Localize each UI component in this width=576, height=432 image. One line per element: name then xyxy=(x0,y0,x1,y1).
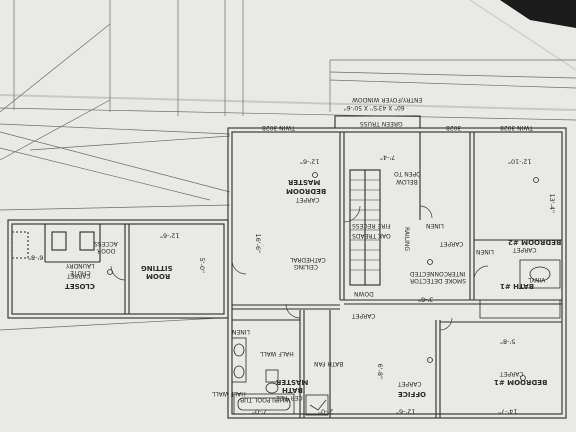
master-carpet-label: CARPET xyxy=(296,196,320,203)
guide-lines xyxy=(0,0,576,331)
wardrobe-dim: 2'-0" xyxy=(318,407,334,416)
window-mid-note: 3028 xyxy=(446,124,462,131)
open-below-label-1: OPEN TO xyxy=(394,170,421,177)
laundry-label-1: LAUNDRY xyxy=(66,262,95,269)
master-width-dim: 12'-6" xyxy=(300,157,320,166)
paper-fold xyxy=(0,94,576,111)
entry-window-size: 60" X 43'S'' X 50'-6" xyxy=(344,104,405,111)
linen-label-bath: LINEN xyxy=(232,328,250,335)
whirlpool-label: WHIRLPOOL TUB xyxy=(240,396,291,403)
bath-fan-note: BATH FAN xyxy=(314,360,344,367)
smoke-detectors xyxy=(107,172,539,381)
half-depth-dim: 6'-8" xyxy=(375,363,384,379)
smoke-detector-label-1: INTERCONNECTED xyxy=(410,270,466,277)
fixtures xyxy=(231,259,561,416)
bedroom2-width-dim: 12'-10" xyxy=(508,157,532,166)
dark-corner xyxy=(500,0,576,28)
cathedral-label-1: CATHEDRAL xyxy=(290,256,326,263)
master-bath-label-2: BATH xyxy=(282,386,303,394)
bath1-label: BATH #1 xyxy=(500,282,535,290)
laundry-label-2: CHUTE xyxy=(70,269,91,276)
fire-recess-label: FIRE RECESS xyxy=(352,222,391,229)
closet-label: CLOSET xyxy=(65,282,95,290)
bedroom2-label: BEDROOM #2 xyxy=(508,238,562,246)
master-bedroom-label-1: MASTER xyxy=(288,178,321,186)
railing-label: RAILING xyxy=(403,226,411,252)
window-left-note: TWIN 3028 xyxy=(262,124,296,131)
closet-width-dim: 6'-8" xyxy=(28,253,44,262)
walls xyxy=(7,115,567,419)
office-label: OFFICE xyxy=(398,390,427,398)
access-label-2: DOOR xyxy=(97,247,116,254)
access-label-1: ACCESS xyxy=(94,240,118,247)
master-depth-dim: 16'-6" xyxy=(254,233,263,254)
linen-label-top: LINEN xyxy=(426,222,444,229)
stair-treads xyxy=(350,179,380,271)
bedroom2-depth-dim: 13'-4" xyxy=(548,193,557,214)
entry-window-note: ENTRY/FOYER WINDOW xyxy=(352,96,423,103)
window-right-note: TWIN 3028 xyxy=(500,124,534,131)
linen-label-hall: LINEN xyxy=(476,248,494,255)
down-label: DOWN xyxy=(354,290,374,297)
sitting-width-dim: 12'-6" xyxy=(160,231,180,240)
bedroom1-width-dim: 14'-7" xyxy=(498,407,518,416)
vinyl-label: VINYL xyxy=(528,276,546,283)
office-width-dim: 12'-6" xyxy=(396,407,416,416)
bedroom1-carpet: CARPET xyxy=(500,370,524,377)
sitting-room-label-2: ROOM xyxy=(146,272,171,280)
green-truss-note: GREEN TRUSS xyxy=(360,120,403,127)
bath1-width-dim: 5'-8" xyxy=(500,337,516,346)
cathedral-label-2: CEILING xyxy=(294,263,318,270)
paper-fold xyxy=(469,0,576,71)
bedroom2-carpet: CARPET xyxy=(513,246,537,253)
master-bath-label-1: MASTER xyxy=(276,378,309,386)
half-wall-label-upper: HALF WALL xyxy=(260,350,294,357)
master-bedroom-label-2: BEDROOM xyxy=(286,187,327,195)
office-carpet: CARPET xyxy=(398,380,422,387)
door-swings xyxy=(110,205,489,331)
landing-carpet-label: CARPET xyxy=(352,312,376,319)
oak-treads-label: OAK TREADS xyxy=(352,232,391,239)
open-below-dim: 7'-4" xyxy=(380,153,396,162)
hall-carpet-label: CARPET xyxy=(440,240,464,247)
open-below-label-2: BELOW xyxy=(396,178,418,185)
stair-dim: 5'-0" xyxy=(197,257,206,273)
bedroom1-label: BEDROOM #1 xyxy=(494,378,548,386)
hall-width-dim: 3'-8" xyxy=(418,295,434,304)
sitting-room-label-1: SITTING xyxy=(141,264,173,272)
whirlpool-tub xyxy=(233,393,295,415)
smoke-detector-label-2: SMOKE DETECTOR xyxy=(410,277,466,284)
master-bath-width-dim: 7'-0" xyxy=(252,407,268,416)
